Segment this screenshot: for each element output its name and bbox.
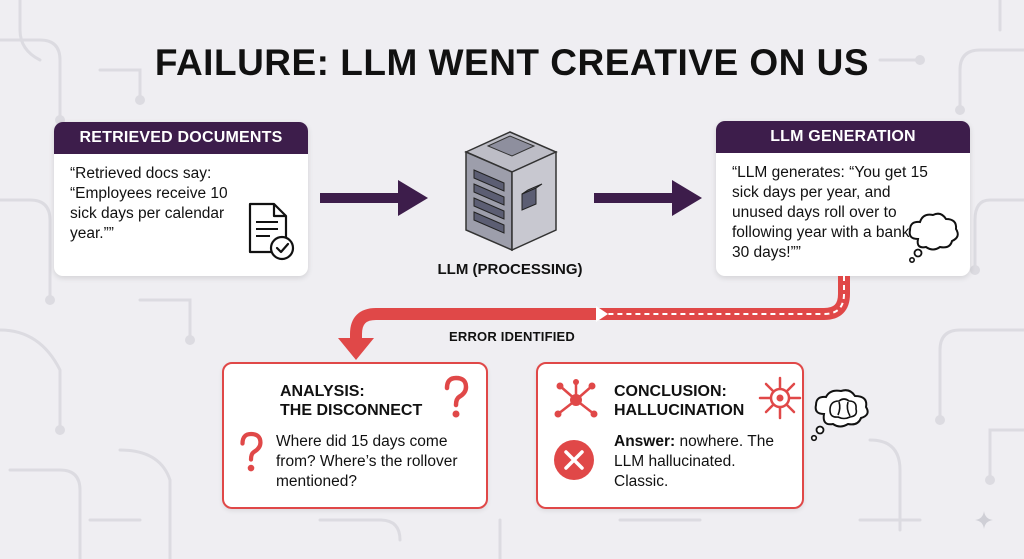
llm-generation-card: LLM GENERATION “LLM generates: “You get … xyxy=(716,121,970,276)
retrieved-documents-text: “Retrieved docs say: “Employees receive … xyxy=(70,165,228,242)
conclusion-answer: Answer: nowhere. The LLM hallucinated. C… xyxy=(614,432,784,492)
document-check-icon xyxy=(248,202,295,261)
server-icon xyxy=(464,131,558,252)
analysis-text: Where did 15 days come from? Where’s the… xyxy=(276,433,458,490)
virus-network-icon xyxy=(554,379,598,418)
virus-network-icon xyxy=(758,376,802,420)
error-flow-arrow xyxy=(338,276,850,360)
analysis-card: ANALYSIS: THE DISCONNECT Where did 15 da… xyxy=(222,362,488,509)
sparkle-icon xyxy=(975,511,993,529)
analysis-title-line2: THE DISCONNECT xyxy=(280,402,423,419)
question-mark-icon xyxy=(444,375,469,418)
arrow-to-llm xyxy=(320,180,428,216)
conclusion-card: CONCLUSION: HALLUCINATION Answer: nowher… xyxy=(536,362,804,509)
retrieved-documents-header: RETRIEVED DOCUMENTS xyxy=(54,122,308,154)
brain-thought-icon xyxy=(810,389,869,442)
conclusion-answer-label: Answer: xyxy=(614,433,676,450)
llm-processing-label: LLM (PROCESSING) xyxy=(437,261,583,278)
question-mark-icon xyxy=(240,431,263,472)
conclusion-title-line1: CONCLUSION: xyxy=(614,383,727,400)
thought-cloud-icon xyxy=(908,212,959,263)
page-title: FAILURE: LLM WENT CREATIVE ON US xyxy=(154,42,870,83)
llm-generation-header: LLM GENERATION xyxy=(716,121,970,153)
conclusion-answer-text: nowhere. The LLM hallucinated. Classic. xyxy=(614,433,774,490)
conclusion-title-line2: HALLUCINATION xyxy=(614,402,745,419)
analysis-title-line1: ANALYSIS: xyxy=(280,383,365,400)
arrow-to-generation xyxy=(594,180,702,216)
x-circle-icon xyxy=(554,440,594,480)
llm-generation-text: “LLM generates: “You get 15 sick days pe… xyxy=(732,164,928,261)
error-identified-label: ERROR IDENTIFIED xyxy=(449,329,575,344)
retrieved-documents-card: RETRIEVED DOCUMENTS “Retrieved docs say:… xyxy=(54,122,308,276)
